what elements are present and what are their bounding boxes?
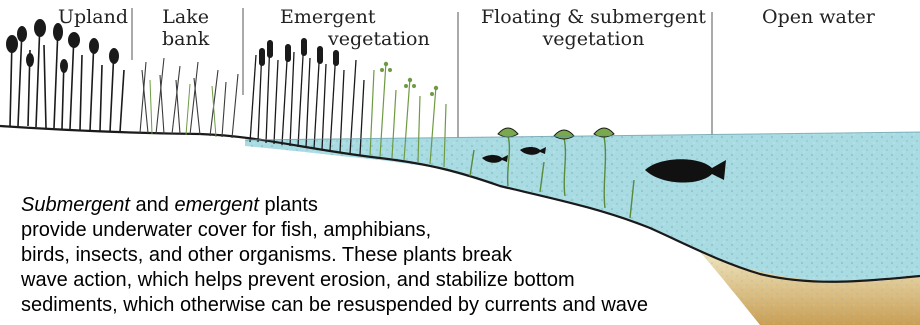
lake-bank-grass-tint [150, 80, 216, 137]
caption-term-emergent: emergent [174, 194, 259, 216]
zone-label-floating-submergent: Floating & submergent vegetation [481, 6, 706, 50]
zone-label-emergent-line2: vegetation [272, 28, 430, 50]
zone-label-lake-bank: Lake bank [162, 6, 209, 50]
caption-term-submergent: Submergent [21, 194, 130, 216]
zone-label-open-water: Open water [762, 6, 875, 28]
zone-label-floating-line2: vegetation [481, 28, 706, 50]
zone-label-floating-line1: Floating & submergent [481, 6, 706, 28]
caption-text: Submergent and emergent plants provide u… [21, 193, 648, 318]
zone-label-lake-bank-line2: bank [162, 28, 209, 50]
upland-vegetation [10, 22, 124, 132]
caption-line-5: sediments, which otherwise can be resusp… [21, 293, 648, 318]
caption-plants: plants [259, 194, 318, 216]
caption-line-1: Submergent and emergent plants [21, 193, 648, 218]
caption-line-4: wave action, which helps prevent erosion… [21, 268, 648, 293]
zone-label-lake-bank-line1: Lake [162, 6, 209, 28]
zone-label-open-water-line1: Open water [762, 6, 875, 28]
caption-line-2: provide underwater cover for fish, amphi… [21, 218, 648, 243]
zone-label-emergent: Emergent vegetation [272, 6, 430, 50]
zone-label-upland: Upland [58, 6, 128, 28]
zone-label-emergent-line1: Emergent [272, 6, 430, 28]
caption-and: and [130, 194, 174, 216]
zone-label-upland-line1: Upland [58, 6, 128, 28]
caption-line-3: birds, insects, and other organisms. The… [21, 243, 648, 268]
